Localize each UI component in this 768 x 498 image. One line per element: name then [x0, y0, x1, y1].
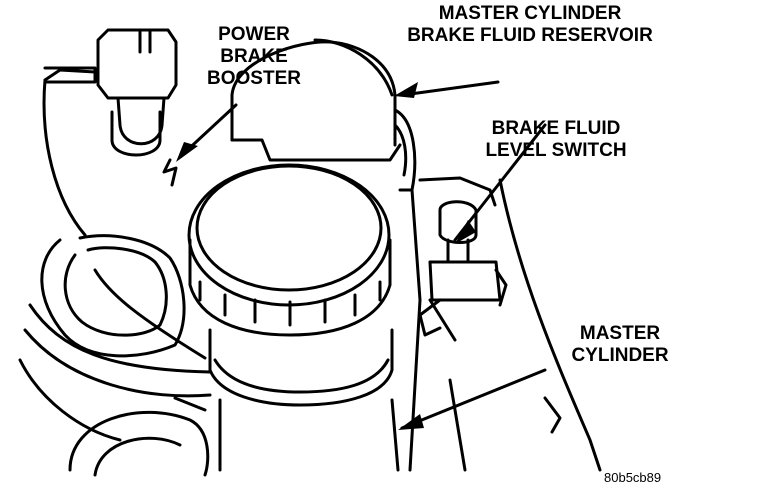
leader-arrows: [162, 38, 547, 430]
reservoir-cap: [187, 163, 392, 337]
label-line: BRAKE FLUID RESERVOIR: [407, 25, 653, 46]
label-level-switch: BRAKE FLUID LEVEL SWITCH: [470, 118, 642, 162]
label-line: MASTER: [579, 323, 661, 344]
mounting-bracket: [498, 178, 602, 472]
label-line: BRAKE FLUID: [491, 118, 621, 139]
label-master-cylinder: MASTER CYLINDER: [555, 323, 685, 367]
label-line: MASTER CYLINDER: [438, 3, 622, 24]
arrow-reservoir: [394, 82, 418, 98]
arrow-booster: [176, 142, 198, 162]
lower-pulley: [68, 410, 210, 477]
master-cylinder-body: [208, 328, 467, 472]
arrow-level-switch: [455, 220, 476, 244]
label-line: BRAKE: [220, 46, 288, 67]
label-line: CYLINDER: [571, 345, 669, 366]
figure-code: 80b5cb89: [604, 470, 662, 485]
label-reservoir: MASTER CYLINDER BRAKE FLUID RESERVOIR: [380, 3, 680, 47]
booster-housing: [42, 68, 97, 237]
label-line: LEVEL SWITCH: [485, 140, 627, 161]
label-line: BOOSTER: [207, 68, 301, 89]
level-switch: [418, 176, 508, 337]
booster-vacuum-fitting: [43, 28, 178, 157]
brake-lines: [18, 234, 212, 442]
arrow-master-cylinder: [398, 414, 424, 430]
label-line: POWER: [218, 24, 290, 45]
label-power-brake-booster: POWER BRAKE BOOSTER: [198, 24, 310, 90]
